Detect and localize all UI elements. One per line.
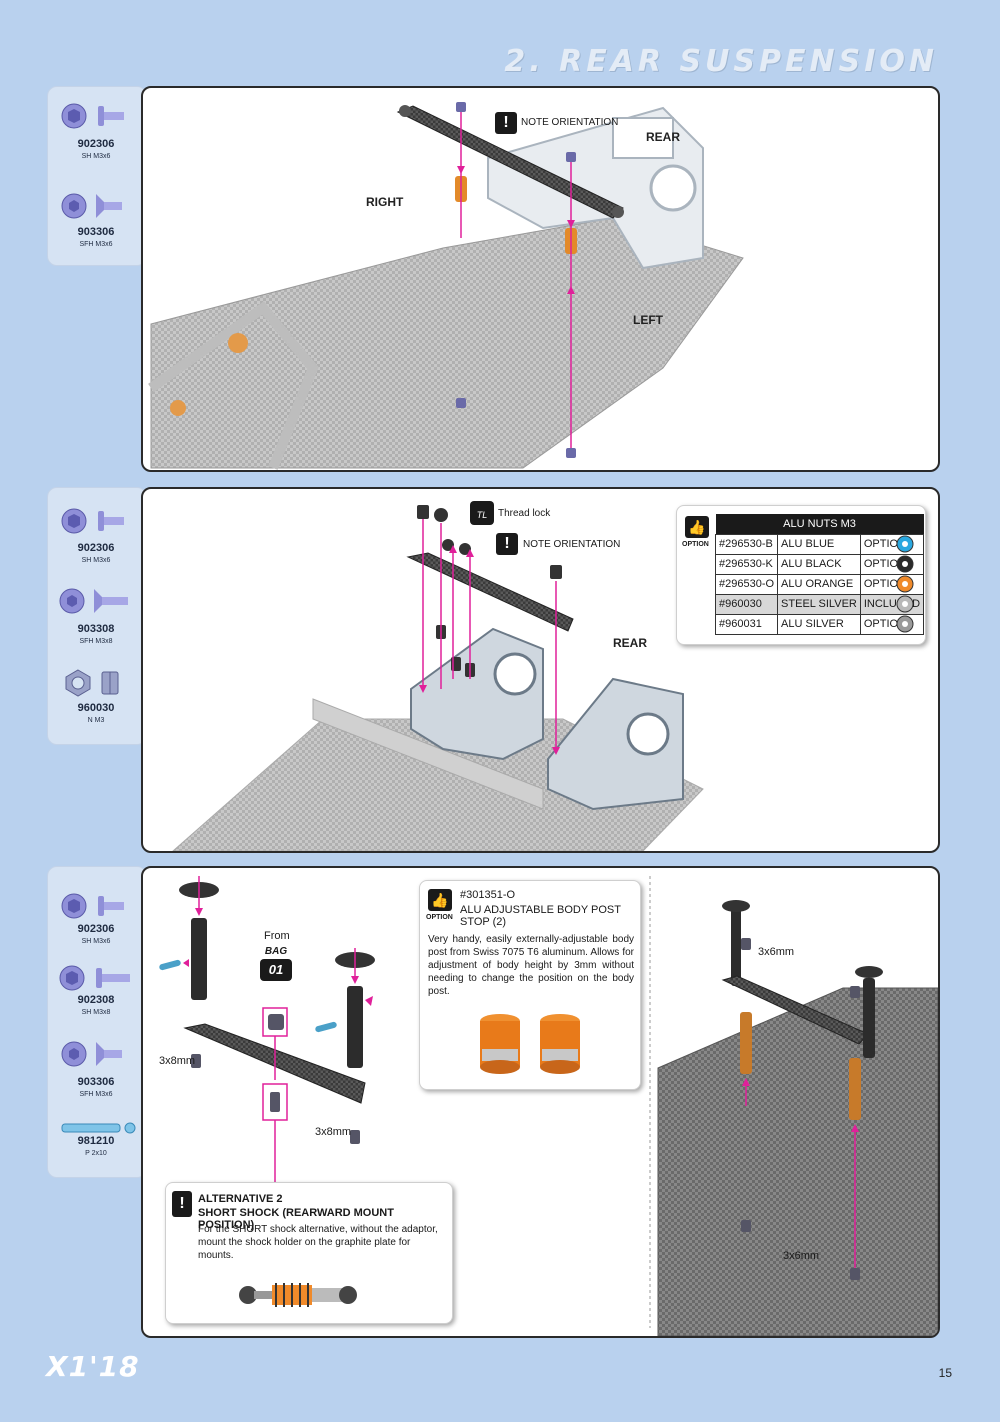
flat-head-screw-icon	[59, 588, 128, 614]
table-cell: #960031	[714, 613, 779, 635]
part-desc: SH M3x8	[81, 1009, 111, 1016]
table-cell: ALU BLUE	[777, 533, 861, 555]
step-box-2: TL Thread lock ! NOTE ORIENTATION REAR 👍…	[141, 487, 940, 853]
page-number: 15	[938, 1366, 952, 1380]
note-orientation-label: NOTE ORIENTATION	[521, 117, 619, 128]
bulkhead-illustration	[172, 505, 704, 851]
parts-panel-step3: 902306 SH M3x6 902308 SH M3x8 903306 SFH…	[47, 866, 147, 1178]
table-cell: #296530-B	[714, 533, 779, 555]
part-code: 903306	[77, 1076, 115, 1088]
part-desc: P 2x10	[85, 1150, 107, 1157]
part-desc: SH M3x6	[81, 153, 111, 160]
screw-size-label: 3x6mm	[758, 946, 795, 958]
screw-size-label: 3x8mm	[159, 1055, 196, 1067]
option-label: OPTION	[426, 914, 453, 921]
pin-icon	[61, 1122, 136, 1134]
part-code: 902308	[77, 994, 115, 1006]
parts-panel-step1: 902306 SH M3x6 903306 SFH M3x6	[47, 86, 147, 266]
warning-icon: !	[495, 112, 517, 134]
nut-icon	[65, 669, 119, 697]
step-box-1: ! NOTE ORIENTATION REAR RIGHT LEFT	[141, 86, 940, 472]
table-title: ALU NUTS M3	[715, 514, 924, 534]
parts-panel-step2: 902306 SH M3x6 903308 SFH M3x8 960030 N …	[47, 487, 147, 745]
from-label: From	[264, 930, 290, 942]
warning-icon: !	[496, 533, 518, 555]
part-desc: SH M3x6	[81, 938, 111, 945]
option-label: OPTION	[682, 541, 709, 548]
option-description: Very handy, easily externally-adjustable…	[428, 934, 634, 997]
thread-lock-icon: TL	[470, 501, 494, 525]
bag-number: 01	[260, 959, 292, 981]
chassis-illustration	[148, 102, 744, 470]
cap-screw-icon	[59, 965, 130, 991]
rear-label: REAR	[613, 636, 648, 650]
option-nuts-card: 👍 OPTION ALU NUTS M3 #296530-B ALU BLUE …	[676, 505, 926, 645]
nut-swatch-icons	[896, 535, 914, 633]
screw-size-label: 3x6mm	[783, 1250, 820, 1262]
part-code: 902306	[77, 542, 115, 554]
table-cell: #296530-O	[714, 573, 779, 595]
alternative-card: ! ALTERNATIVE 2 SHORT SHOCK (REARWARD MO…	[165, 1182, 453, 1324]
cap-screw-icon	[61, 103, 124, 129]
part-code: 960030	[77, 702, 115, 714]
screw-size-label: 3x8mm	[315, 1126, 352, 1138]
part-code: 903306	[77, 226, 115, 238]
alternative-subtitle: SHORT SHOCK (REARWARD MOUNT POSITION)	[198, 1207, 394, 1231]
option-body-post-card: 👍 OPTION #301351-O ALU ADJUSTABLE BODY P…	[419, 880, 641, 1090]
option-title: ALU ADJUSTABLE BODY POST STOP (2)	[460, 904, 621, 928]
part-desc: SH M3x6	[81, 557, 111, 564]
part-code: 981210	[77, 1135, 115, 1147]
table-cell: STEEL SILVER	[777, 593, 861, 615]
part-desc: SFH M3x8	[79, 638, 113, 645]
right-label: RIGHT	[366, 195, 404, 209]
short-shock-image	[239, 1283, 357, 1307]
cap-screw-icon	[61, 508, 124, 534]
alternative-title: ALTERNATIVE 2	[198, 1193, 283, 1205]
bag-badge: BAG 01	[256, 946, 296, 986]
alternative-description: For the SHORT shock alternative, without…	[198, 1224, 438, 1261]
flat-head-screw-icon	[61, 193, 122, 219]
table-cell: #960030	[714, 593, 779, 615]
table-cell: #296530-K	[714, 553, 779, 575]
table-cell: ALU ORANGE	[777, 573, 861, 595]
svg-text:TL: TL	[477, 510, 488, 520]
flat-head-screw-icon	[61, 1041, 122, 1067]
page-title: 2. REAR SUSPENSION	[504, 44, 938, 79]
table-cell: ALU SILVER	[777, 613, 861, 635]
part-desc: N M3	[87, 717, 105, 724]
rear-label: REAR	[646, 130, 681, 144]
body-post-stop-image	[480, 1014, 580, 1074]
thumbs-up-icon: 👍	[428, 889, 452, 911]
part-code: 902306	[77, 138, 115, 150]
thread-lock-label: Thread lock	[498, 508, 551, 519]
cap-screw-icon	[61, 893, 124, 919]
part-code: 902306	[77, 923, 115, 935]
left-label: LEFT	[633, 313, 663, 327]
part-code: 903308	[77, 623, 115, 635]
x1-logo: X1'18	[46, 1350, 140, 1383]
option-code: #301351-O	[460, 889, 516, 901]
table-cell: ALU BLACK	[777, 553, 861, 575]
thumbs-up-icon: 👍	[685, 516, 709, 538]
bag-label: BAG	[264, 946, 288, 957]
step-box-3: From BAG 01 3x8mm 3x8mm 3x6mm 3x6mm 👍 OP…	[141, 866, 940, 1338]
part-desc: SFH M3x6	[79, 1091, 113, 1098]
note-orientation-label: NOTE ORIENTATION	[523, 539, 621, 550]
part-desc: SFH M3x6	[79, 241, 113, 248]
warning-icon: !	[172, 1191, 192, 1217]
